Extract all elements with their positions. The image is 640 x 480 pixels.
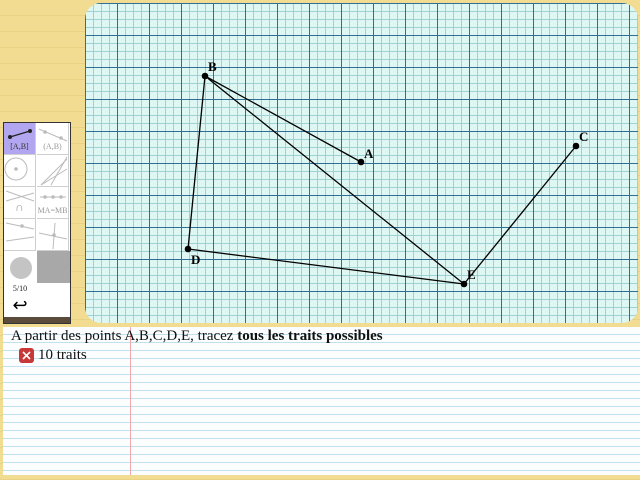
- segment-BE[interactable]: [204, 75, 465, 285]
- instruction-paper: A partir des points A,B,C,D,E, tracez to…: [3, 327, 640, 475]
- failure-cross-icon: [19, 347, 34, 363]
- segment-icon: [8, 129, 32, 139]
- exercise-instruction: A partir des points A,B,C,D,E, tracez to…: [11, 327, 383, 345]
- point-label-C: C: [579, 129, 588, 144]
- fill-style-button[interactable]: [37, 251, 70, 283]
- drawing-canvas[interactable]: B A C D E: [85, 3, 638, 323]
- margin-line: [130, 327, 131, 475]
- segment-DE[interactable]: [187, 248, 465, 285]
- bisector-icon: [40, 195, 66, 199]
- segment-tool-label: [A,B]: [10, 142, 29, 151]
- undo-icon: ↩: [12, 295, 28, 315]
- circle-icon: [4, 157, 28, 181]
- point-label-B: B: [208, 59, 217, 74]
- tool-palette: [A,B] (A,B) ∩ MA=MB: [3, 122, 71, 324]
- line-tool-label: (A,B): [43, 142, 62, 151]
- parallel-icon: [38, 222, 68, 250]
- intersection-icon: [5, 190, 35, 202]
- point-B[interactable]: [201, 72, 209, 80]
- result-status: 10 traits: [19, 346, 87, 364]
- intersection-tool-label: ∩: [15, 200, 24, 214]
- point-E[interactable]: [460, 280, 468, 288]
- page-indicator: 5/10: [12, 284, 28, 293]
- rays-tool-button[interactable]: [37, 155, 69, 187]
- color-picker-button[interactable]: [10, 257, 32, 279]
- point-on-line-tool-button[interactable]: [4, 219, 36, 251]
- perpendicular-bisector-tool-button[interactable]: MA=MB: [37, 187, 69, 219]
- segment-BA[interactable]: [204, 75, 362, 163]
- instruction-emphasis: tous les traits possibles: [237, 328, 383, 344]
- point-label-A: A: [364, 146, 374, 161]
- point-label-D: D: [191, 252, 200, 267]
- point-D[interactable]: [184, 245, 192, 253]
- parallel-tool-button[interactable]: [37, 219, 69, 251]
- segment-tool-button[interactable]: [A,B]: [4, 123, 36, 155]
- geometry-figure[interactable]: B A C D E: [85, 3, 638, 323]
- point-C[interactable]: [572, 142, 580, 150]
- palette-footer: [4, 317, 70, 323]
- bisector-tool-label: MA=MB: [37, 206, 68, 215]
- segment-BD[interactable]: [187, 75, 206, 250]
- instruction-text: A partir des points A,B,C,D,E, tracez: [11, 328, 238, 344]
- point-on-line-icon: [5, 222, 35, 242]
- rays-icon: [40, 156, 68, 186]
- point-A[interactable]: [357, 158, 365, 166]
- line-icon: [38, 128, 68, 142]
- undo-button[interactable]: ↩: [8, 295, 32, 315]
- circle-tool-button[interactable]: [4, 155, 36, 187]
- status-text: 10 traits: [38, 347, 87, 363]
- point-label-E: E: [467, 267, 476, 282]
- segment-EC[interactable]: [463, 145, 577, 285]
- line-tool-button[interactable]: (A,B): [37, 123, 69, 155]
- intersection-tool-button[interactable]: ∩: [4, 187, 36, 219]
